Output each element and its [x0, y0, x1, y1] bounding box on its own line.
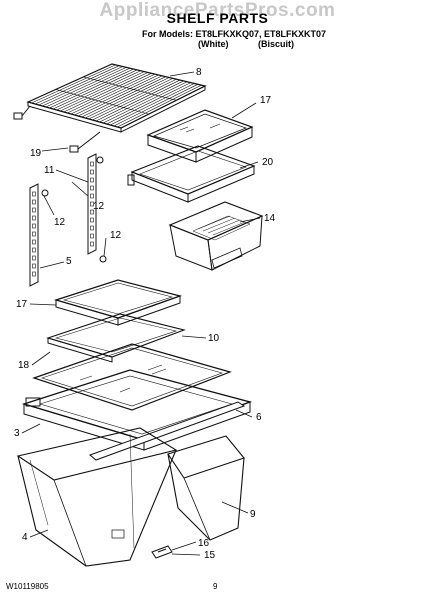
deli-bin-14: [168, 201, 264, 271]
rail-slot: [32, 215, 36, 221]
page-number: 9: [213, 582, 218, 591]
callout-9: 9: [250, 509, 256, 520]
page-title: SHELF PARTS: [166, 10, 269, 26]
crisper-drawer-9: [167, 435, 245, 541]
document-code: W10119805: [6, 582, 49, 591]
wire-rod: [45, 67, 131, 108]
wire-rod: [35, 65, 120, 105]
shelf-frame-18: [46, 313, 186, 363]
wire-rod: [60, 71, 145, 112]
callout-12-c: 12: [110, 230, 122, 241]
rail-slot: [32, 223, 36, 229]
rail-slot: [90, 225, 94, 231]
wire-rod: [63, 72, 148, 113]
wire-rod: [70, 73, 156, 115]
rail-slot: [32, 255, 36, 261]
callout-6: 6: [256, 412, 262, 423]
wire-rod: [110, 83, 195, 126]
drawer-clips-15-16: [151, 545, 173, 559]
rail-slot: [90, 241, 94, 247]
glass-panel-10: [32, 343, 232, 411]
crisper-drawer-4: [16, 427, 178, 567]
wire-rod: [102, 81, 188, 124]
callout-15: 15: [204, 550, 216, 561]
drawer-frame-20: [127, 145, 256, 203]
callout-10: 10: [208, 333, 220, 344]
rail-slot: [32, 263, 36, 269]
callout-3: 3: [14, 428, 20, 439]
wire-rod: [106, 82, 191, 125]
rail-slot: [32, 191, 36, 197]
wire-rod: [117, 84, 202, 128]
rail-slot: [32, 271, 36, 277]
wire-crossbar: [83, 76, 177, 101]
wire-rod: [95, 79, 181, 122]
rail-slot: [90, 161, 94, 167]
rail-slot: [90, 185, 94, 191]
callout-18: 18: [18, 360, 30, 371]
callout-12-a: 12: [93, 201, 105, 212]
wire-rod: [113, 84, 198, 127]
callout-12-b: 12: [54, 217, 66, 228]
rail-slot: [90, 217, 94, 223]
wire-rod: [38, 66, 123, 106]
callout-5: 5: [66, 256, 72, 267]
wire-rod: [88, 78, 173, 120]
wire-rod: [56, 70, 141, 111]
rail-slot: [90, 193, 94, 199]
variant-biscuit: (Biscuit): [258, 39, 294, 49]
callout-labels: 8 17 19 20 11 14 12 12 12 5 17 10 18 6 3…: [14, 67, 276, 561]
wire-rod: [31, 64, 116, 104]
rail-slot: [32, 231, 36, 237]
variant-white: (White): [198, 39, 229, 49]
leader-lines: [21, 71, 261, 556]
callout-19: 19: [30, 148, 42, 159]
glass-shelf-17-lower: [53, 279, 183, 326]
rail-slot: [90, 169, 94, 175]
wire-rod: [92, 78, 177, 121]
wire-rod: [85, 77, 170, 119]
callout-11: 11: [44, 165, 55, 176]
rail-slot: [90, 177, 94, 183]
callout-4: 4: [22, 532, 28, 543]
wire-rod: [67, 73, 152, 114]
shelf-support-rails: [29, 153, 107, 287]
wire-rod: [99, 80, 184, 123]
callout-8: 8: [196, 67, 202, 78]
front-trim-strip-6: [89, 401, 246, 461]
wire-crossbar: [55, 89, 149, 115]
wire-rod: [42, 67, 127, 107]
rail-slot: [90, 233, 94, 239]
callout-16: 16: [198, 538, 210, 549]
rail-slot: [90, 201, 94, 207]
rail-slot: [32, 247, 36, 253]
rail-slot: [32, 239, 36, 245]
rail-slot: [32, 207, 36, 213]
glass-shelf-17-upper: [146, 109, 254, 163]
rail-slot: [90, 209, 94, 215]
wire-rod: [81, 76, 166, 118]
watermark-text: AppliancePartsPros.com: [99, 0, 336, 21]
rail-slot: [32, 199, 36, 205]
callout-14: 14: [264, 213, 276, 224]
wire-rod: [77, 75, 163, 117]
callout-17-upper: 17: [260, 95, 272, 106]
wire-shelf-8: [13, 63, 207, 153]
wire-rod: [49, 68, 134, 109]
callout-17-lower: 17: [16, 299, 28, 310]
wire-rod: [74, 74, 159, 116]
models-line: For Models: ET8LFKXKQ07, ET8LFKXKT07: [142, 29, 327, 39]
wire-rod: [52, 69, 138, 110]
callout-20: 20: [262, 157, 274, 168]
